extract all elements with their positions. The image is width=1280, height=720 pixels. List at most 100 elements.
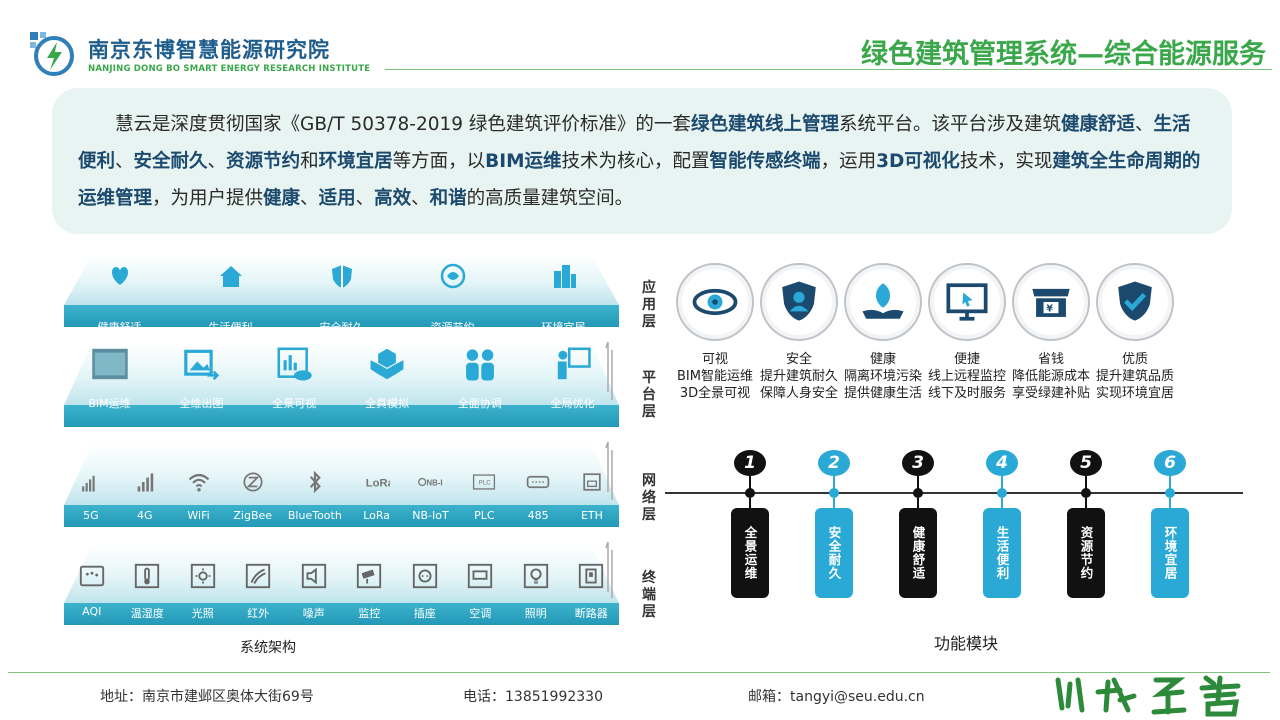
application-layer: 健康舒适生活便利安全耐久资源节约环境宜居 bbox=[64, 255, 619, 334]
network-item-2: 4G bbox=[126, 465, 164, 522]
zigbee-icon bbox=[234, 465, 272, 499]
terminal-item-label: 断路器 bbox=[574, 607, 608, 620]
footer-phone: 电话：13851992330 bbox=[463, 689, 603, 705]
module-card-3: 健康舒适 bbox=[899, 508, 937, 598]
terminal-item-label: AQI bbox=[82, 605, 102, 618]
intro-text-segment: 、 bbox=[355, 188, 375, 209]
module-stem bbox=[1169, 476, 1171, 490]
intro-text-segment: 技术为核心，配置 bbox=[561, 151, 710, 172]
network-item-label: WiFi bbox=[187, 509, 210, 522]
speaker-icon bbox=[295, 559, 333, 593]
intro-keyword: 生活便利 bbox=[78, 114, 1191, 172]
application-item-label: 健康舒适 bbox=[97, 321, 142, 334]
architecture-caption: 系统架构 bbox=[240, 640, 296, 656]
terminal-item-label: 照明 bbox=[524, 607, 547, 620]
svg-text:NB-IoT: NB-IoT bbox=[427, 478, 443, 487]
terminal-item-label: 监控 bbox=[358, 607, 381, 620]
intro-text-segment: 、 bbox=[207, 151, 227, 172]
intro-keyword: 建筑全生命周期的运维管理 bbox=[78, 151, 1201, 209]
module-label: 生活便利 bbox=[994, 526, 1010, 580]
intro-text-segment: ，运用 bbox=[820, 151, 877, 172]
feature-title: 便捷 bbox=[953, 352, 980, 367]
terminal-item-label: 插座 bbox=[413, 607, 436, 620]
platform-item-label: 全维出图 bbox=[179, 397, 224, 410]
module-stem bbox=[833, 498, 835, 510]
infrared-icon bbox=[239, 559, 277, 593]
org-name-cn: 南京东博智慧能源研究院 bbox=[88, 38, 330, 62]
intro-text-segment: 慧云是深度贯彻国家《GB/T 50378-2019 绿色建筑评价标准》的一套 bbox=[115, 114, 691, 135]
shield-check-icon bbox=[1096, 263, 1174, 341]
platform-item-label: 全真模拟 bbox=[365, 397, 410, 410]
shield-icon bbox=[323, 259, 361, 293]
application-item-label: 安全耐久 bbox=[319, 321, 364, 334]
network-item-label: 4G bbox=[136, 509, 153, 522]
modules-caption: 功能模块 bbox=[934, 634, 999, 653]
plc-icon: PLC bbox=[465, 465, 503, 499]
module-stem bbox=[1085, 476, 1087, 490]
platform-item-3: 全景可视 bbox=[272, 347, 316, 411]
layer-arrows bbox=[605, 341, 613, 598]
module-dot bbox=[1165, 488, 1175, 498]
network-layer: 5G4GWiFiZigBeeBlueToothLoRaLoRaNB-IoTNB-… bbox=[64, 445, 619, 527]
terminal-item-label: 红外 bbox=[247, 607, 270, 620]
feature-line: 享受绿建补贴 bbox=[1011, 386, 1090, 401]
rs485-icon bbox=[519, 465, 557, 499]
bim-screenshot-icon bbox=[91, 347, 129, 381]
intro-text-segment: 系统平台。该平台涉及建筑 bbox=[838, 114, 1061, 135]
terminal-item-1: AQI bbox=[73, 559, 111, 621]
application-item-label: 环境宜居 bbox=[541, 321, 586, 334]
intro-text-segment: 、 bbox=[115, 151, 134, 172]
module-number-badge: 1 bbox=[734, 450, 768, 476]
intro-keyword: 3D可视化 bbox=[876, 151, 960, 172]
network-item-label: ZigBee bbox=[233, 509, 273, 522]
application-item-3: 安全耐久 bbox=[320, 259, 364, 335]
terminal-item-7: 插座 bbox=[406, 559, 444, 621]
feature-line: BIM智能运维 bbox=[677, 369, 753, 384]
socket-icon bbox=[406, 559, 444, 593]
terminal-item-4: 红外 bbox=[239, 559, 277, 621]
platform-item-5: 全面协调 bbox=[458, 347, 502, 411]
intro-keyword: 安全耐久 bbox=[133, 151, 208, 172]
network-item-5: BlueTooth bbox=[288, 465, 342, 522]
module-dot bbox=[913, 488, 923, 498]
footer-email: 邮箱：tangyi@seu.edu.cn bbox=[748, 689, 925, 705]
calligraphy-motto bbox=[1055, 675, 1241, 717]
system-architecture: 健康舒适生活便利安全耐久资源节约环境宜居 BIM运维全维出图全景可视全真模拟全面… bbox=[60, 255, 625, 625]
network-item-9: 485 bbox=[519, 465, 557, 522]
feature-line: 线上远程监控 bbox=[927, 369, 1006, 384]
module-stem bbox=[917, 476, 919, 490]
network-item-10: ETH bbox=[573, 465, 611, 522]
platform-item-2: 全维出图 bbox=[179, 347, 223, 411]
feature-title: 安全 bbox=[785, 352, 812, 367]
network-item-3: WiFi bbox=[180, 465, 218, 522]
feature-title: 健康 bbox=[869, 352, 896, 367]
feature-line: 提升建筑耐久 bbox=[759, 369, 838, 384]
label-terminal-layer: 终端层 bbox=[642, 570, 656, 620]
network-item-label: NB-IoT bbox=[412, 509, 449, 522]
signal-5g-icon bbox=[72, 465, 110, 499]
label-platform-layer: 平台层 bbox=[642, 370, 656, 420]
hand-leaf-icon bbox=[844, 263, 922, 341]
module-card-6: 环境宜居 bbox=[1151, 508, 1189, 598]
globe-leaf-icon bbox=[434, 259, 472, 293]
module-number-badge: 6 bbox=[1154, 450, 1188, 476]
terminal-item-label: 温湿度 bbox=[130, 607, 164, 620]
org-name-en: NANJING DONG BO SMART ENERGY RESEARCH IN… bbox=[88, 64, 371, 74]
intro-text-segment: 、 bbox=[1134, 114, 1154, 135]
title-divider bbox=[385, 69, 1272, 70]
monitor-cursor-icon bbox=[928, 263, 1006, 341]
intro-text-segment: 、 bbox=[300, 188, 319, 209]
application-item-5: 环境宜居 bbox=[542, 259, 586, 335]
intro-keyword: 资源节约 bbox=[226, 151, 301, 172]
feature-title: 优质 bbox=[1121, 352, 1148, 367]
platform-item-label: 全局优化 bbox=[550, 397, 595, 410]
aircon-icon bbox=[461, 559, 499, 593]
application-item-label: 资源节约 bbox=[430, 321, 475, 334]
module-dot bbox=[829, 488, 839, 498]
feature-line: 隔离环境污染 bbox=[843, 369, 922, 384]
feature-6: 优质 提升建筑品质 实现环境宜居 bbox=[1080, 263, 1190, 402]
house-icon bbox=[212, 259, 250, 293]
intro-text-segment: 等方面，以 bbox=[392, 151, 486, 172]
terminal-item-10: 断路器 bbox=[572, 559, 610, 621]
